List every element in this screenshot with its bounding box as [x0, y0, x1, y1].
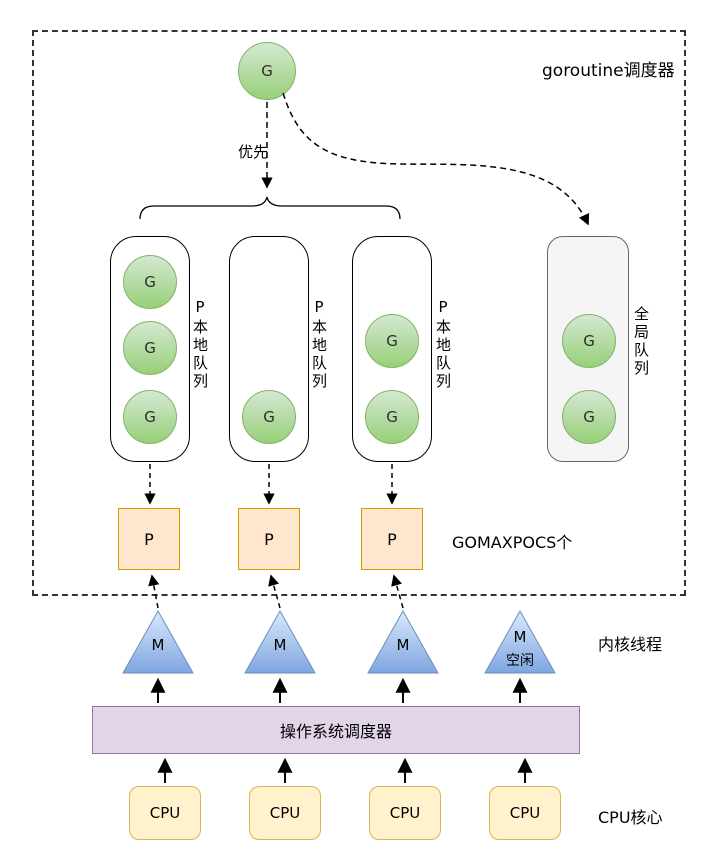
cpu-box-3: CPU: [369, 786, 441, 840]
thread-idle-label: 空闲: [506, 653, 534, 669]
cpu-box-2: CPU: [249, 786, 321, 840]
thread-label-1: M: [151, 636, 165, 654]
thread-label-4: M: [513, 628, 527, 646]
cpu-box-4: CPU: [489, 786, 561, 840]
goroutine-node: G: [562, 390, 616, 444]
kernel-threads-label: 内核线程: [598, 635, 663, 654]
processor-box-2: P: [238, 508, 300, 570]
processor-box-3: P: [361, 508, 423, 570]
goroutine-node: G: [365, 314, 419, 368]
cpu-box-1: CPU: [129, 786, 201, 840]
goroutine-label: G: [263, 408, 275, 426]
goroutine-label: G: [144, 273, 156, 291]
local-queue-label-1: P本地队列: [191, 298, 209, 391]
goroutine-node: G: [562, 314, 616, 368]
scheduler-title: goroutine调度器: [542, 61, 675, 81]
os-scheduler-label: 操作系统调度器: [279, 722, 392, 741]
cpu-label: CPU: [269, 804, 301, 822]
goroutine-label: G: [144, 339, 156, 357]
processor-label: P: [144, 529, 154, 549]
processor-box-1: P: [118, 508, 180, 570]
thread-label-3: M: [396, 636, 410, 654]
goroutine-node: G: [365, 390, 419, 444]
cpu-label: CPU: [389, 804, 421, 822]
global-queue-label: 全局队列: [632, 306, 650, 378]
goroutine-node: G: [123, 390, 177, 444]
scheduler-boundary: [32, 30, 686, 596]
os-scheduler-bar: 操作系统调度器: [92, 706, 580, 754]
goroutine-node: G: [123, 321, 177, 375]
goroutine-label: G: [386, 408, 398, 426]
root-goroutine-node: G: [238, 42, 296, 100]
cpu-label: CPU: [149, 804, 181, 822]
priority-label: 优先: [238, 143, 269, 161]
processor-label: P: [264, 529, 274, 549]
cpu-cores-label: CPU核心: [598, 808, 663, 827]
thread-label-2: M: [273, 636, 287, 654]
goroutine-label: G: [583, 408, 595, 426]
goroutine-label: G: [144, 408, 156, 426]
processor-label: P: [387, 529, 397, 549]
goroutine-label: G: [261, 62, 273, 80]
goroutine-label: G: [583, 332, 595, 350]
goroutine-node: G: [242, 390, 296, 444]
goroutine-label: G: [386, 332, 398, 350]
gomaxprocs-label: GOMAXPOCS个: [452, 533, 573, 552]
cpu-label: CPU: [509, 804, 541, 822]
local-queue-label-3: P本地队列: [434, 298, 452, 391]
local-queue-label-2: P本地队列: [310, 298, 328, 391]
goroutine-node: G: [123, 255, 177, 309]
